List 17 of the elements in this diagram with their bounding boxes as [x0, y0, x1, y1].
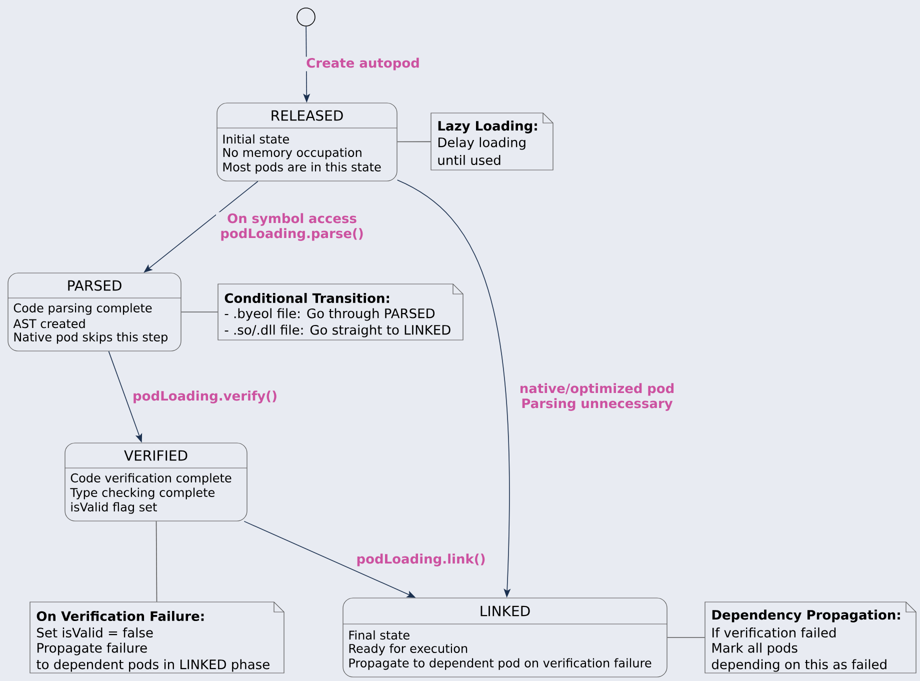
- state-box: VERIFIED Code verification complete Type checking complete isValid flag set: [64, 442, 248, 522]
- leader-line: [156, 520, 158, 602]
- state-box: LINKED Final state Ready for execution Propagate to dependent pod on verification failure: [342, 598, 668, 678]
- edge-label: podLoading.verify(): [132, 390, 278, 404]
- edge-label: podLoading.link(): [355, 552, 487, 568]
- edge-label: Create autopod: [305, 56, 421, 72]
- note-box: Dependency Propagation: If verification failed Mark all pods depending on this as failed: [704, 602, 916, 674]
- state-box: RELEASED Initial state No memory occupation Most pods are in this state: [216, 102, 398, 182]
- state-box: PARSED Code parsing complete AST created Native pod skips this step: [8, 272, 182, 352]
- edge-label: On symbol access podLoading.parse(): [216, 212, 368, 242]
- start-circle: [296, 8, 316, 26]
- note-box: Lazy Loading: Delay loading until used: [430, 112, 554, 170]
- note-box: Conditional Transition: - .byeol file: Go through PARSED - .so/.dll file: Go straight to LINKED: [218, 284, 464, 340]
- note-box: On Verification Failure: Set isValid = false Propagate failure to dependent pods in LINKED phase: [30, 602, 284, 674]
- leader-line: [666, 637, 706, 638]
- leader-line: [396, 141, 432, 142]
- edge-label: native/optimized pod Parsing unnecessary: [508, 382, 686, 412]
